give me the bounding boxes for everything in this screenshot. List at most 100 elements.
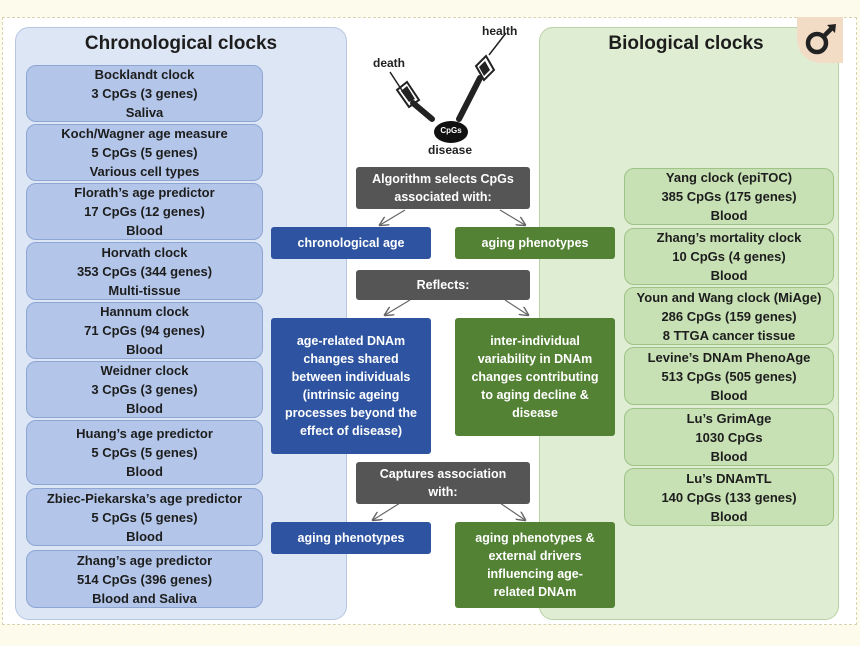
clock-tissue: Blood <box>710 508 748 524</box>
clock-card-levine-phenoage: Levine’s DNAm PhenoAge 513 CpGs (505 gen… <box>624 347 834 405</box>
clock-tissue: Blood <box>126 401 163 416</box>
clock-name: Lu’s GrimAge <box>686 410 772 426</box>
cpgs-label: CpGs <box>440 126 462 135</box>
clock-tissue: Blood <box>126 464 163 479</box>
box-text: changes contributing <box>471 370 599 384</box>
clock-name: Weidner clock <box>100 363 189 378</box>
clock-card-zbiec-piekarska: Zbiec-Piekarska’s age predictor 5 CpGs (… <box>26 488 263 546</box>
box-text: disease <box>512 406 558 420</box>
clock-cpgs: 353 CpGs (344 genes) <box>76 263 213 279</box>
clock-name: Zhang’s age predictor <box>76 552 213 568</box>
clock-cpgs: 17 CpGs (12 genes) <box>84 204 205 219</box>
intrinsic-ageing-box: age-related DNAm changes shared between … <box>271 318 431 454</box>
clock-cpgs: 513 CpGs (505 genes) <box>661 368 797 384</box>
clock-cpgs: 286 CpGs (159 genes) <box>661 308 797 324</box>
clock-name: Levine’s DNAm PhenoAge <box>647 349 811 365</box>
clock-tissue: Blood <box>710 208 748 223</box>
clock-name: Huang’s age predictor <box>76 426 213 441</box>
clock-card-zhang-age: Zhang’s age predictor 514 CpGs (396 gene… <box>26 550 263 608</box>
step-reflects: Reflects: <box>356 270 530 300</box>
clock-tissue: Various cell types <box>89 164 200 179</box>
box-text: (intrinsic ageing <box>302 388 400 402</box>
clock-card-youn-wang-miage: Youn and Wang clock (MiAge) 286 CpGs (15… <box>624 287 834 345</box>
clock-name: Yang clock (epiTOC) <box>665 170 793 185</box>
clock-cpgs: 3 CpGs (3 genes) <box>91 86 198 101</box>
clock-cpgs: 385 CpGs (175 genes) <box>661 189 797 204</box>
clock-tissue: Blood <box>126 342 163 357</box>
clock-tissue: 8 TTGA cancer tissue <box>662 327 796 343</box>
biological-clocks-title: Biological clocks <box>608 33 764 54</box>
clock-name: Koch/Wagner age measure <box>61 126 228 141</box>
clock-name: Zhang’s mortality clock <box>656 230 802 245</box>
clock-name: Lu’s DNAmTL <box>686 470 772 486</box>
step-algorithm-selects: Algorithm selects CpGs associated with: <box>356 167 530 209</box>
box-text: chronological age <box>297 236 405 250</box>
clock-cpgs: 71 CpGs (94 genes) <box>84 323 205 338</box>
clock-card-horvath: Horvath clock 353 CpGs (344 genes) Multi… <box>26 242 263 300</box>
step-text: Reflects: <box>416 278 470 292</box>
clock-tissue: Saliva <box>125 105 164 120</box>
clock-cpgs: 514 CpGs (396 genes) <box>76 571 213 587</box>
clock-card-koch-wagner: Koch/Wagner age measure 5 CpGs (5 genes)… <box>26 124 263 181</box>
clock-tissue: Blood <box>710 387 748 403</box>
clock-cpgs: 1030 CpGs <box>695 429 763 445</box>
clock-name: Hannum clock <box>100 304 189 319</box>
clock-card-zhang-mortality: Zhang’s mortality clock 10 CpGs (4 genes… <box>624 228 834 285</box>
clock-name: Horvath clock <box>101 244 188 260</box>
clock-card-florath: Florath’s age predictor 17 CpGs (12 gene… <box>26 183 263 240</box>
box-text: age-related DNAm <box>296 334 406 348</box>
clock-card-huang: Huang’s age predictor 5 CpGs (5 genes) B… <box>26 420 263 485</box>
box-text: variability in DNAm <box>477 352 593 366</box>
aging-phenotypes-blue-box: aging phenotypes <box>271 522 431 554</box>
box-text: effect of disease) <box>299 424 403 438</box>
box-text: changes shared <box>303 352 399 366</box>
box-text: external drivers <box>488 549 582 563</box>
clock-card-yang-epitoc: Yang clock (epiTOC) 385 CpGs (175 genes)… <box>624 168 834 225</box>
box-text: aging phenotypes <box>481 236 589 250</box>
aging-phenotypes-box: aging phenotypes <box>455 227 615 259</box>
disease-label: disease <box>428 143 473 157</box>
clock-card-lu-dnamtl: Lu’s DNAmTL 140 CpGs (133 genes) Blood <box>624 468 834 526</box>
external-drivers-box: aging phenotypes & external drivers infl… <box>455 522 615 608</box>
clock-cpgs: 5 CpGs (5 genes) <box>91 145 198 160</box>
box-text: between individuals <box>291 370 411 384</box>
box-text: related DNAm <box>493 585 577 599</box>
inter-individual-variability-box: inter-individual variability in DNAm cha… <box>455 318 615 436</box>
clock-name: Florath’s age predictor <box>74 185 215 200</box>
box-text: to aging decline & <box>481 388 589 402</box>
clock-card-hannum: Hannum clock 71 CpGs (94 genes) Blood <box>26 302 263 359</box>
clock-name: Zbiec-Piekarska’s age predictor <box>46 490 243 506</box>
clock-cpgs: 10 CpGs (4 genes) <box>672 249 786 264</box>
step-text: Algorithm selects CpGs <box>372 172 514 186</box>
clock-tissue: Blood <box>710 448 748 464</box>
clock-cpgs: 140 CpGs (133 genes) <box>661 489 797 505</box>
clock-tissue: Blood and Saliva <box>92 590 197 606</box>
death-label: death <box>373 56 406 70</box>
clock-tissue: Blood <box>126 223 163 238</box>
step-text: associated with: <box>394 190 492 204</box>
clock-tissue: Blood <box>710 268 748 283</box>
step-text: with: <box>428 485 458 499</box>
step-text: Captures association <box>379 467 507 481</box>
box-text: inter-individual <box>490 334 580 348</box>
clock-tissue: Blood <box>126 528 163 544</box>
clock-name: Youn and Wang clock (MiAge) <box>636 289 822 305</box>
male-symbol-icon <box>797 17 843 63</box>
clock-cpgs: 3 CpGs (3 genes) <box>91 382 198 397</box>
chronological-clocks-title: Chronological clocks <box>84 33 278 54</box>
clock-cpgs: 5 CpGs (5 genes) <box>91 509 198 525</box>
box-text: aging phenotypes <box>297 531 405 545</box>
step-captures-association: Captures association with: <box>356 462 530 504</box>
box-text: aging phenotypes & <box>475 531 595 545</box>
clock-card-weidner: Weidner clock 3 CpGs (3 genes) Blood <box>26 361 263 418</box>
box-text: processes beyond the <box>285 406 417 420</box>
clock-cpgs: 5 CpGs (5 genes) <box>91 445 198 460</box>
clock-card-lu-grimage: Lu’s GrimAge 1030 CpGs Blood <box>624 408 834 466</box>
health-label: health <box>482 24 518 38</box>
clock-name: Bocklandt clock <box>94 67 195 82</box>
clock-tissue: Multi-tissue <box>108 282 181 298</box>
box-text: influencing age- <box>487 567 583 581</box>
chronological-age-box: chronological age <box>271 227 431 259</box>
clock-card-bocklandt: Bocklandt clock 3 CpGs (3 genes) Saliva <box>26 65 263 122</box>
